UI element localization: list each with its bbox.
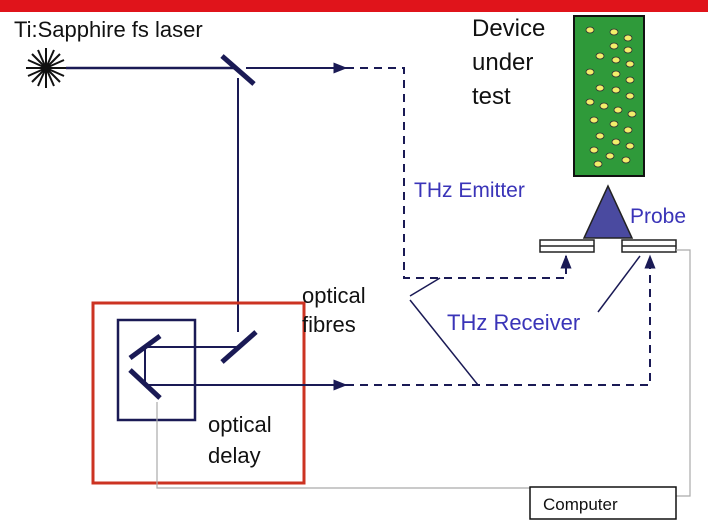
delay-label-1: optical [208,412,272,437]
delay-wire [156,402,530,489]
probe-label: Probe [630,205,686,228]
receiver-label: THz Receiver [447,310,580,335]
fibres-label-1: optical [302,283,366,308]
device-label-2: under [472,49,533,76]
device-label-3: test [472,83,511,110]
top-bar [0,0,708,12]
receiver-wire [676,249,691,497]
computer-box [529,486,677,520]
computer-label: Computer [543,495,618,514]
thz-emitter-antenna [539,239,595,253]
laser-source-icon [26,48,66,88]
receiver-leader [597,255,641,313]
fibres-leader-1 [409,277,441,297]
device-label-1: Device [472,15,545,42]
delay-label-2: delay [208,443,261,468]
fibres-label-2: fibres [302,312,356,337]
emitter-label: THz Emitter [414,179,525,202]
thz-receiver-antenna [621,239,677,253]
probe-triangle-icon [582,184,634,239]
mirror-icon [220,54,256,86]
receiver-fibre [346,254,656,386]
fibres-leader-2 [409,299,479,386]
device-dots [585,26,637,168]
fold-mirror [220,330,258,364]
emitter-fibre [346,67,572,279]
optical-delay-box [91,301,306,485]
laser-label: Ti:Sapphire fs laser [14,17,203,42]
